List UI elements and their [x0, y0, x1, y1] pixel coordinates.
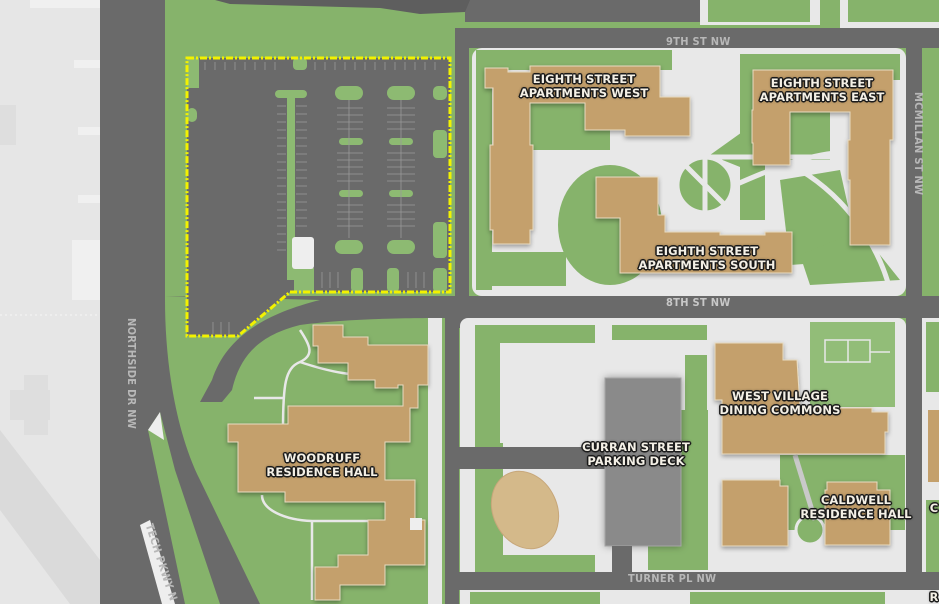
offcampus-diagonal: [0, 430, 100, 604]
label-line-2: RESIDENCE HALL: [800, 507, 912, 521]
street-label-8th: 8TH ST NW: [666, 296, 731, 309]
label-line-1: EIGHTH STREET: [655, 244, 759, 258]
building-esa-west: [484, 65, 691, 245]
9th-street-road: [455, 28, 939, 48]
label-line-1: WOODRUFF: [283, 451, 361, 465]
building-west-village: [714, 342, 889, 455]
building-label-caldwell[interactable]: CALDWELL RESIDENCE HALL: [800, 493, 911, 521]
street-label-mcmillan: MCMILLAN ST NW: [912, 92, 925, 196]
label-line-2: APARTMENTS SOUTH: [638, 258, 776, 272]
building-caldwell-south: [721, 479, 789, 547]
label-line-1: CURRAN STREET: [582, 440, 690, 454]
label-line-1: CALDWELL: [820, 493, 892, 507]
running-track: [490, 470, 560, 550]
label-line-1: C: [929, 501, 939, 515]
northside-drive-road: [100, 0, 260, 604]
parking-stripes: [204, 62, 436, 334]
building-caldwell: [824, 481, 891, 546]
building-label-partial-c[interactable]: C: [930, 501, 939, 515]
surface-parking-lot: [187, 58, 450, 336]
highlight-outline: [185, 56, 452, 338]
offcampus-blocks: [0, 0, 102, 435]
parking-islands: [187, 58, 447, 292]
building-label-partial-r[interactable]: R: [930, 590, 939, 604]
label-line-1: R: [929, 590, 939, 604]
label-line-2: APARTMENTS WEST: [519, 86, 649, 100]
building-label-esa-east[interactable]: EIGHTH STREET APARTMENTS EAST: [760, 76, 885, 104]
label-line-2: DINING COMMONS: [719, 403, 841, 417]
label-line-2: PARKING DECK: [587, 454, 685, 468]
mcmillan-street-road: [906, 48, 922, 604]
label-line-1: WEST VILLAGE: [732, 389, 828, 403]
building-curran-deck: [604, 377, 682, 547]
building-label-west-village[interactable]: WEST VILLAGE DINING COMMONS: [720, 389, 841, 417]
street-label-9th: 9TH ST NW: [666, 35, 731, 48]
building-label-esa-west[interactable]: EIGHTH STREET APARTMENTS WEST: [520, 72, 649, 100]
street-label-turner: TURNER PL NW: [628, 572, 717, 585]
building-label-esa-south[interactable]: EIGHTH STREET APARTMENTS SOUTH: [639, 244, 776, 272]
label-line-1: EIGHTH STREET: [770, 76, 874, 90]
label-line-2: RESIDENCE HALL: [266, 465, 378, 479]
north-lot: [465, 0, 725, 22]
curran-street-road: [445, 447, 605, 469]
turner-place-road: [445, 572, 939, 590]
8th-street-road: [165, 296, 939, 402]
label-line-2: APARTMENTS EAST: [759, 90, 885, 104]
building-label-woodruff[interactable]: WOODRUFF RESIDENCE HALL: [266, 451, 377, 479]
street-label-northside: NORTHSIDE DR NW: [125, 318, 138, 430]
building-woodruff: [227, 324, 429, 601]
building-label-curran-deck[interactable]: CURRAN STREET PARKING DECK: [582, 440, 690, 468]
building-esa-south: [595, 176, 793, 274]
label-line-1: EIGHTH STREET: [532, 72, 636, 86]
building-esa-east: [751, 69, 894, 246]
